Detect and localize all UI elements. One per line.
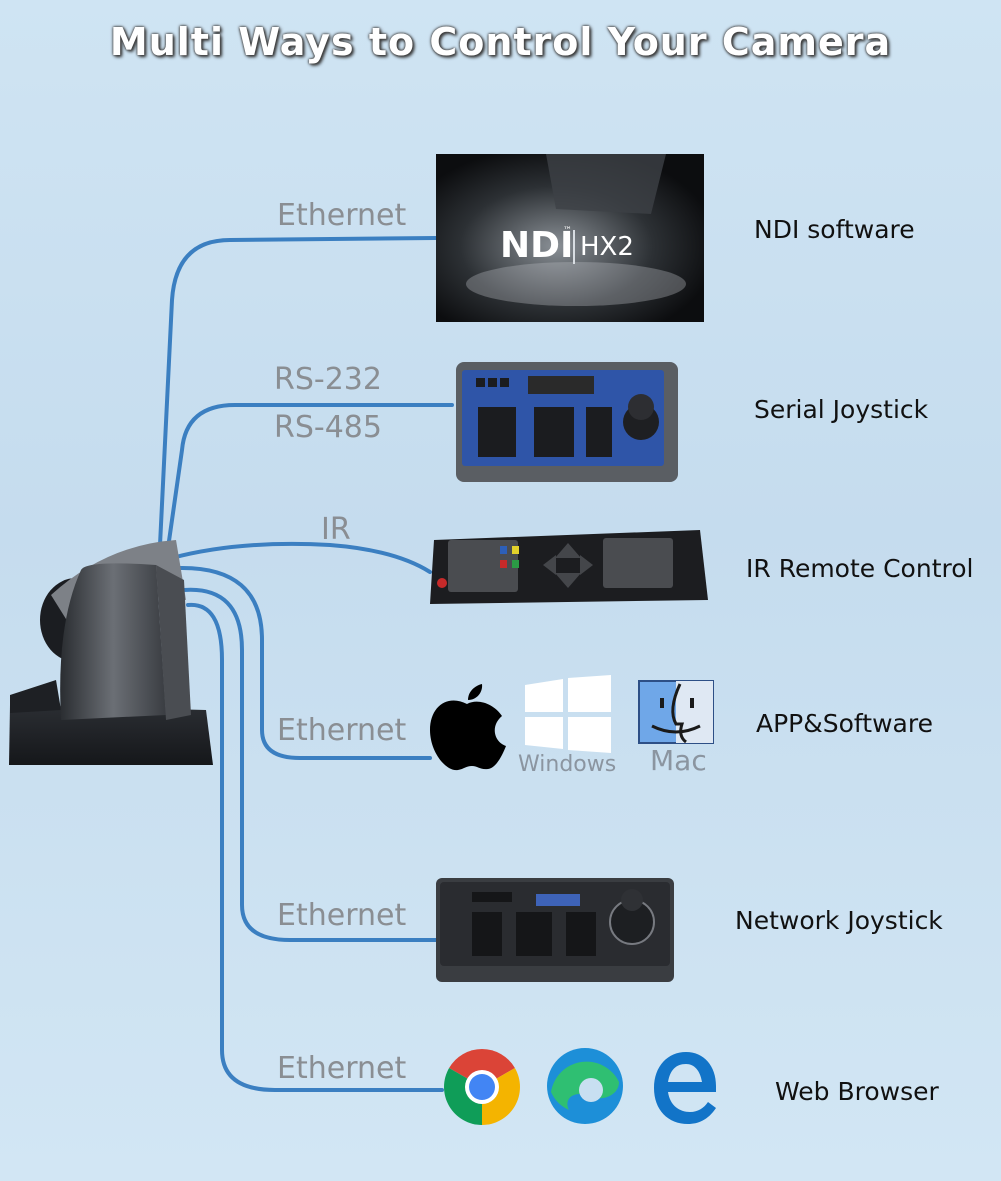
ndi-divider xyxy=(573,230,575,264)
wire-ndi xyxy=(158,236,438,547)
device-label-network-joystick: Network Joystick xyxy=(735,906,943,935)
serial-joystick-keyboard xyxy=(456,362,678,482)
conn-label-rs232: RS-232 xyxy=(274,362,382,397)
conn-label-app-ethernet: Ethernet xyxy=(277,713,407,748)
device-label-serial-joystick: Serial Joystick xyxy=(754,395,929,424)
ptz-camera-icon xyxy=(9,540,213,765)
windows-caption: Windows xyxy=(518,752,617,777)
conn-label-ir: IR xyxy=(321,512,351,547)
wire-network xyxy=(182,587,438,942)
ie-icon xyxy=(654,1052,716,1124)
apple-icon xyxy=(430,684,506,771)
ir-remote xyxy=(430,530,708,604)
edge-icon xyxy=(547,1048,623,1124)
page-title: Multi Ways to Control Your Camera xyxy=(109,20,892,64)
mac-finder-icon xyxy=(638,680,714,744)
wire-ir xyxy=(170,541,432,574)
network-joystick-keyboard xyxy=(436,878,674,982)
ndi-logo-sub: HX2 xyxy=(580,232,634,262)
mac-caption: Mac xyxy=(650,744,707,777)
ndi-logo-main: NDI xyxy=(500,225,574,266)
wire-serial xyxy=(166,403,454,550)
ndi-logo-tm: ™ xyxy=(563,226,572,236)
windows-icon xyxy=(525,675,611,753)
conn-label-rs485: RS-485 xyxy=(274,410,382,445)
wire-app xyxy=(176,565,432,760)
conn-label-ndi-ethernet: Ethernet xyxy=(277,198,407,233)
device-label-app-software: APP&Software xyxy=(756,709,933,738)
conn-label-network-ethernet: Ethernet xyxy=(277,898,407,933)
ndi-hx2-screen xyxy=(436,154,704,322)
device-label-ir-remote: IR Remote Control xyxy=(746,554,974,583)
device-label-web-browser: Web Browser xyxy=(775,1077,939,1106)
conn-label-web-ethernet: Ethernet xyxy=(277,1051,407,1086)
wire-web xyxy=(186,602,444,1092)
device-label-ndi: NDI software xyxy=(754,215,915,244)
chrome-icon xyxy=(444,1049,520,1125)
